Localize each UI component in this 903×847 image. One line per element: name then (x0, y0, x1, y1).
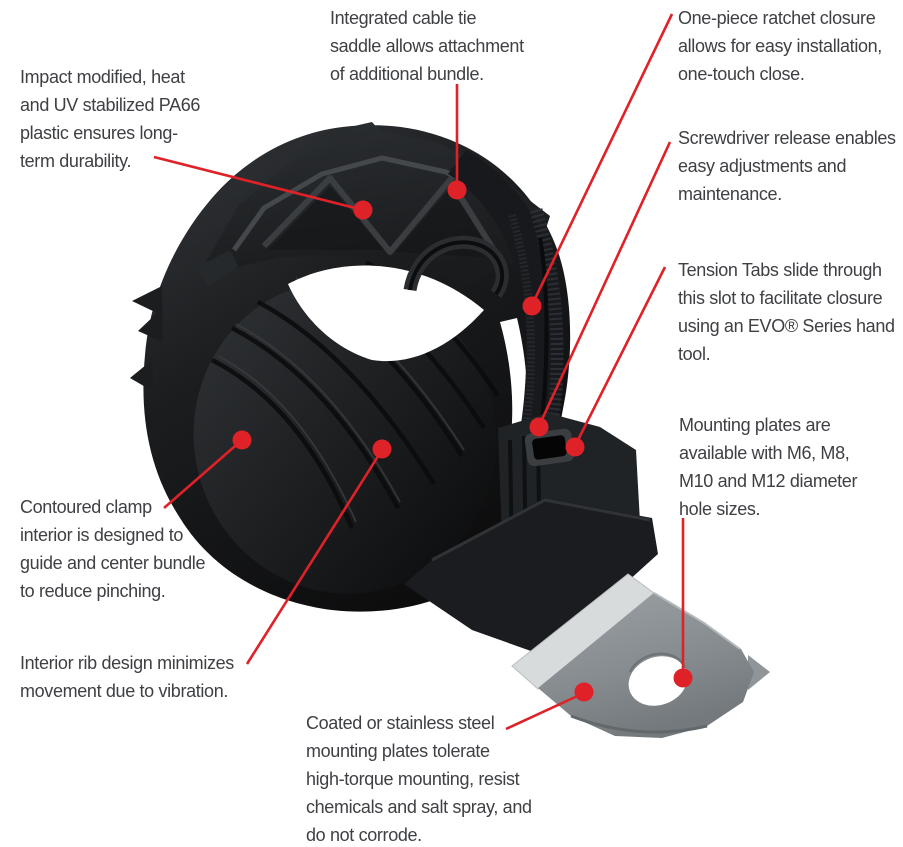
callout-dot-interior-rib (372, 439, 392, 459)
callout-line-interior-rib (245, 449, 384, 665)
callout-line-impact-modified (153, 155, 364, 212)
callout-dot-one-piece-ratchet (522, 296, 542, 316)
annotation-coated-steel: Coated or stainless steel mounting plate… (306, 713, 532, 845)
annotation-screwdriver-release: Screwdriver release enables easy adjustm… (678, 128, 896, 204)
mounting-plate (511, 573, 770, 738)
annotation-interior-rib: Interior rib design minimizes movement d… (20, 653, 234, 701)
annotation-one-piece-ratchet: One-piece ratchet closure allows for eas… (678, 8, 882, 84)
serrated-edge (130, 360, 154, 392)
callout-dot-coated-steel (574, 682, 594, 702)
see-through-opening (288, 265, 484, 362)
callout-line-screwdriver-release (537, 141, 672, 427)
callout-dot-screwdriver-release (529, 417, 549, 437)
callout-line-coated-steel (505, 691, 585, 731)
callout-dot-tension-tabs (565, 437, 585, 457)
annotation-integrated-saddle: Integrated cable tie saddle allows attac… (330, 8, 524, 84)
callout-dot-integrated-saddle (447, 180, 467, 200)
callout-dot-impact-modified (353, 200, 373, 220)
callout-line-tension-tabs (573, 266, 667, 447)
tension-tab-slot (524, 428, 575, 467)
annotation-contoured-interior: Contoured clamp interior is designed to … (20, 497, 206, 601)
base-foot (404, 498, 658, 656)
callout-line-one-piece-ratchet (530, 13, 674, 306)
callout-line-contoured-interior (163, 439, 243, 509)
annotation-impact-modified: Impact modified, heat and UV stabilized … (20, 67, 201, 171)
mounting-hole (628, 656, 688, 706)
annotation-tension-tabs: Tension Tabs slide through this slot to … (678, 260, 895, 364)
serrated-edge (132, 286, 163, 342)
annotation-mounting-plates: Mounting plates are available with M6, M… (679, 415, 858, 519)
callout-dot-contoured-interior (232, 430, 252, 450)
callout-dot-mounting-plates (673, 668, 693, 688)
